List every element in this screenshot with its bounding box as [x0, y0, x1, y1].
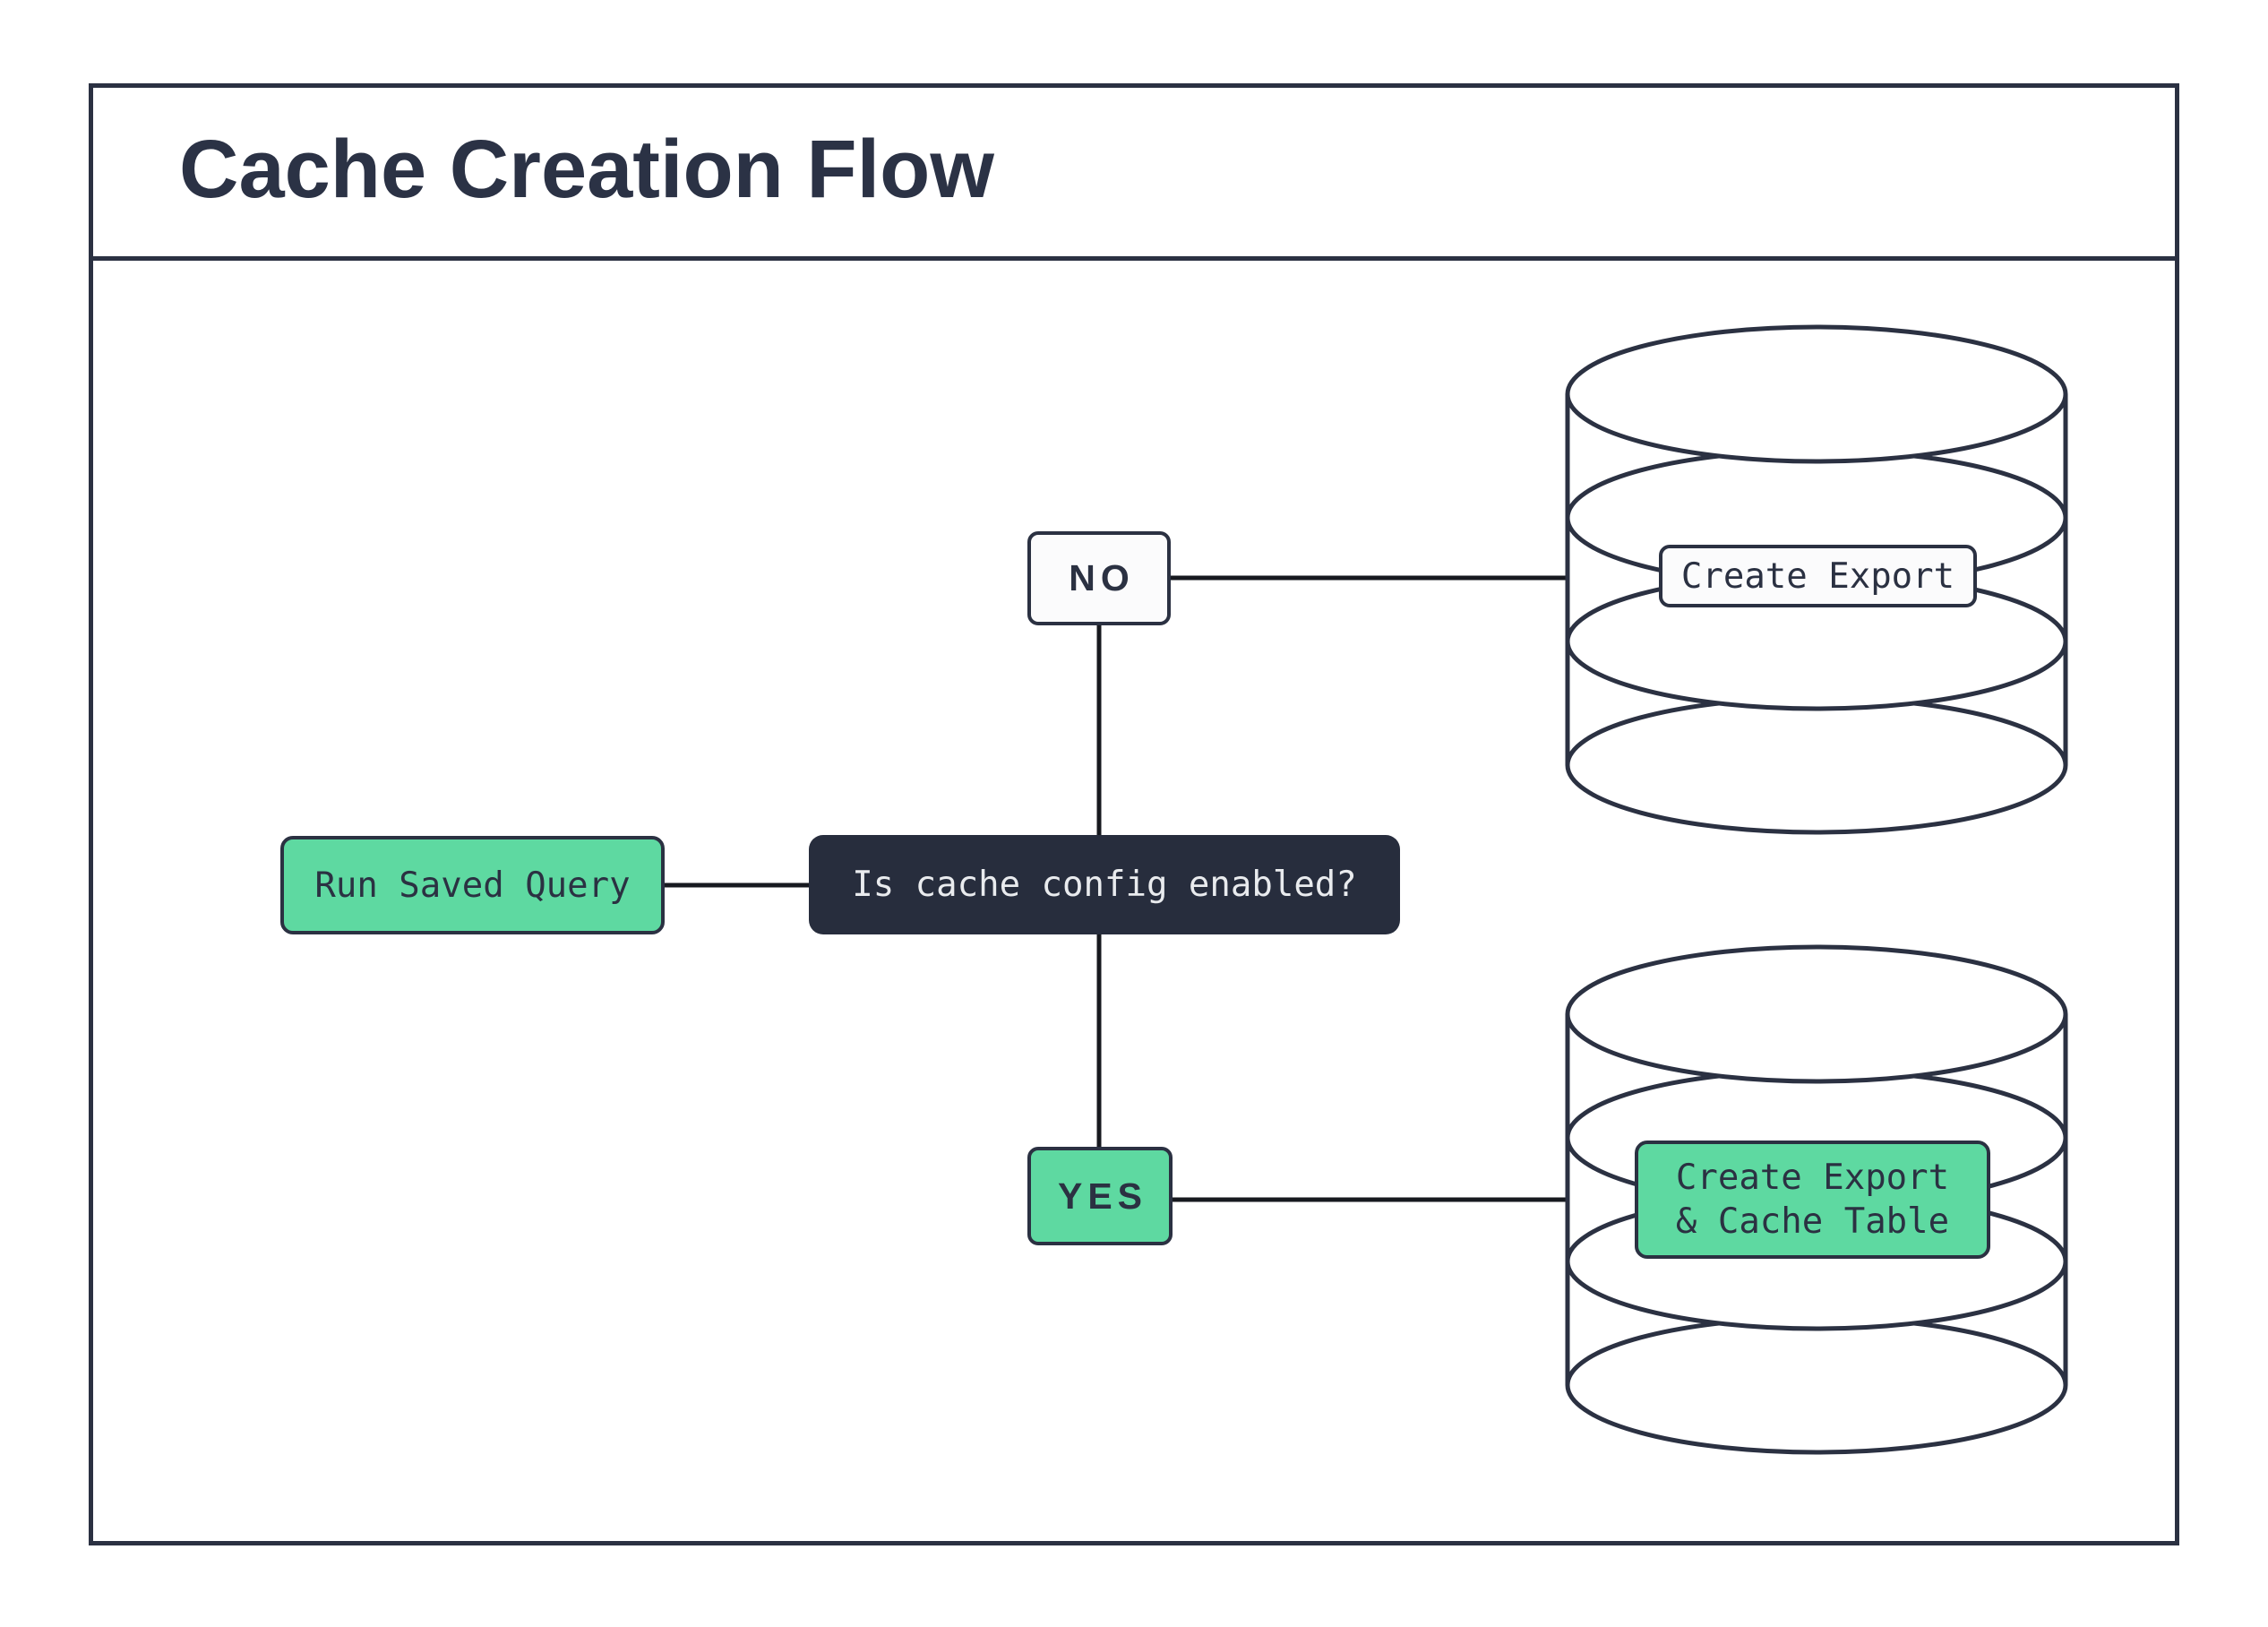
- branch-label-yes: YES: [1027, 1147, 1173, 1245]
- page-title: Cache Creation Flow: [179, 124, 994, 215]
- node-decision-cache-config: Is cache config enabled?: [809, 835, 1400, 934]
- title-bar: Cache Creation Flow: [89, 83, 2179, 261]
- connector-lines: [665, 575, 1569, 1202]
- branch-yes-text: YES: [1057, 1175, 1148, 1217]
- node-create-export-cache-line1: Create Export: [1675, 1158, 1950, 1198]
- branch-no-text: NO: [1069, 557, 1135, 598]
- node-run-saved-query-label: Run Saved Query: [314, 865, 631, 906]
- branch-label-no: NO: [1027, 531, 1171, 625]
- node-run-saved-query: Run Saved Query: [280, 836, 665, 934]
- node-create-export-cache-table: Create Export & Cache Table: [1635, 1141, 1990, 1259]
- node-create-export-cache-line2: & Cache Table: [1675, 1201, 1950, 1242]
- node-create-export: Create Export: [1659, 545, 1977, 607]
- node-decision-label: Is cache config enabled?: [852, 865, 1357, 905]
- node-create-export-label: Create Export: [1680, 555, 1955, 597]
